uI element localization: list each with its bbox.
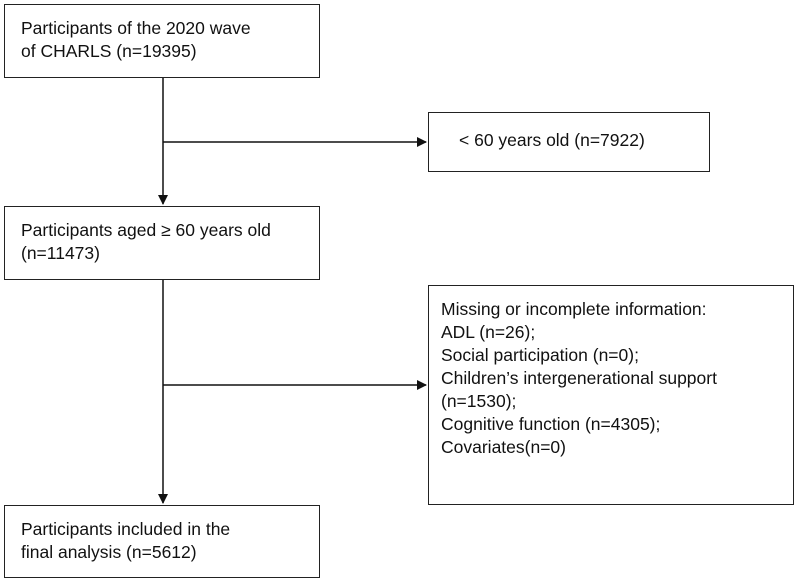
final-line-1: Participants included in the	[21, 519, 231, 539]
final-line-2: final analysis (n=5612)	[21, 542, 197, 562]
missing-line-4: Children’s intergenerational support	[441, 368, 717, 388]
missing-line-2: ADL (n=26);	[441, 322, 536, 342]
missing-line-6: Cognitive function (n=4305);	[441, 414, 661, 434]
age-exclusion-box: < 60 years old (n=7922)	[428, 112, 710, 172]
missing-line-7: Covariates(n=0)	[441, 437, 566, 457]
start-line-1: Participants of the 2020 wave	[21, 18, 251, 38]
missing-line-1: Missing or incomplete information:	[441, 299, 707, 319]
age-exclusion-line-1: < 60 years old (n=7922)	[459, 130, 645, 150]
missing-info-exclusion-box: Missing or incomplete information: ADL (…	[428, 285, 794, 505]
start-participants-box: Participants of the 2020 wave of CHARLS …	[4, 4, 320, 78]
missing-line-5: (n=1530);	[441, 391, 517, 411]
missing-line-3: Social participation (n=0);	[441, 345, 639, 365]
aged-line-1: Participants aged ≥ 60 years old	[21, 220, 271, 240]
final-analysis-box: Participants included in the final analy…	[4, 505, 320, 578]
aged-60-plus-box: Participants aged ≥ 60 years old (n=1147…	[4, 206, 320, 280]
aged-line-2: (n=11473)	[21, 243, 100, 263]
start-line-2: of CHARLS (n=19395)	[21, 41, 197, 61]
